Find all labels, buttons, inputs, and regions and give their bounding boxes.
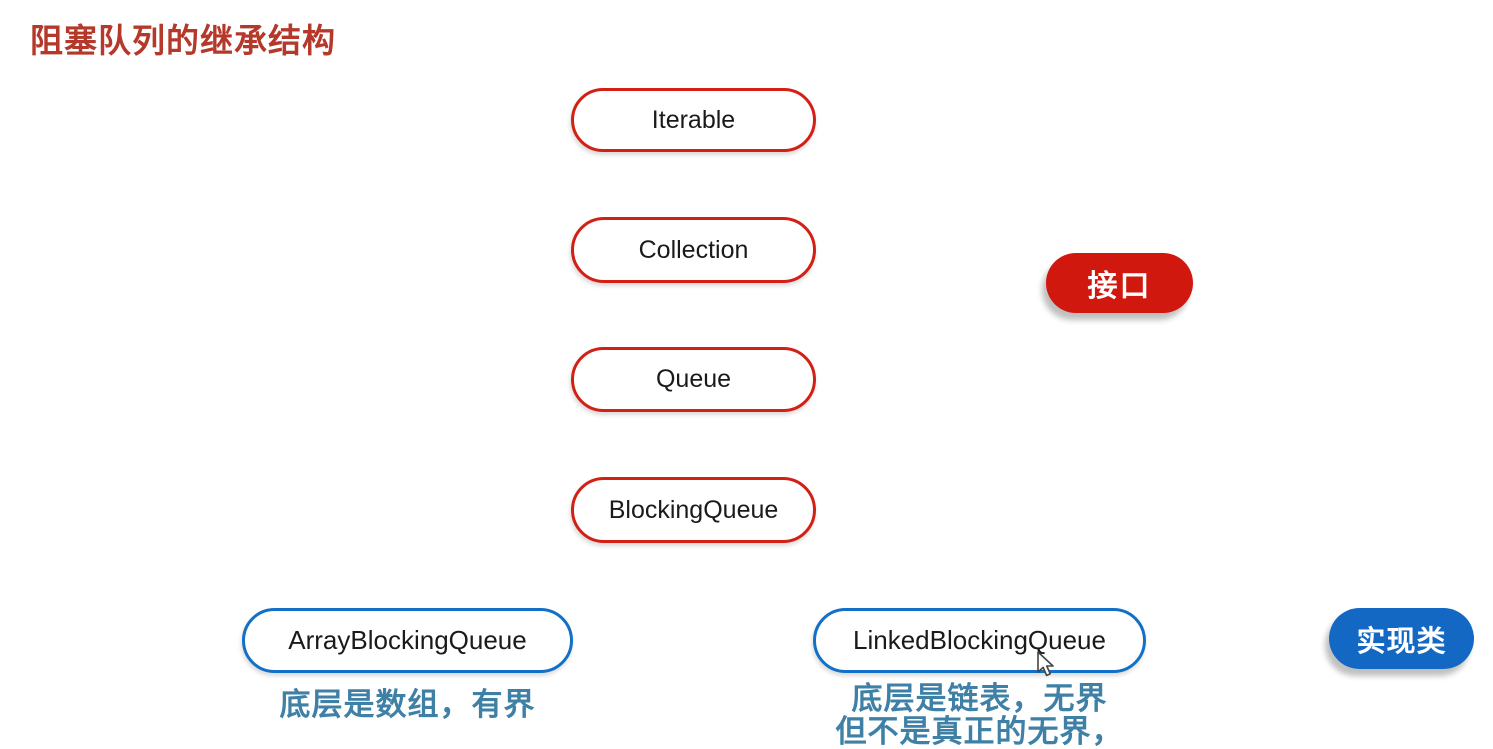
page-title: 阻塞队列的继承结构 xyxy=(30,22,336,59)
node-blockingqueue: BlockingQueue xyxy=(571,477,816,543)
note-linked-line2: 但不是真正的无界， xyxy=(835,714,1124,749)
node-queue: Queue xyxy=(571,347,816,412)
legend-interface-label: 接口 xyxy=(1087,270,1152,303)
note-array-blocking-queue: 底层是数组，有界 xyxy=(232,688,583,721)
node-queue-label: Queue xyxy=(655,365,732,393)
node-linked-blocking-queue-label: LinkedBlockingQueue xyxy=(853,625,1106,655)
note-array-line1: 底层是数组，有界 xyxy=(279,687,536,722)
node-linked-blocking-queue: LinkedBlockingQueue xyxy=(813,608,1146,673)
legend-implementation-badge: 实现类 xyxy=(1329,608,1474,669)
note-linked-blocking-queue: 底层是链表，无界 但不是真正的无界， xyxy=(803,682,1156,748)
note-linked-line1: 底层是链表，无界 xyxy=(851,681,1108,716)
node-iterable-label: Iterable xyxy=(651,105,736,134)
legend-interface-badge: 接口 xyxy=(1046,253,1193,313)
node-iterable: Iterable xyxy=(571,88,816,152)
node-array-blocking-queue-label: ArrayBlockingQueue xyxy=(288,625,527,655)
node-array-blocking-queue: ArrayBlockingQueue xyxy=(242,608,573,673)
node-blockingqueue-label: BlockingQueue xyxy=(608,495,779,524)
node-collection-label: Collection xyxy=(638,235,749,264)
node-collection: Collection xyxy=(571,217,816,283)
legend-implementation-label: 实现类 xyxy=(1356,625,1447,658)
